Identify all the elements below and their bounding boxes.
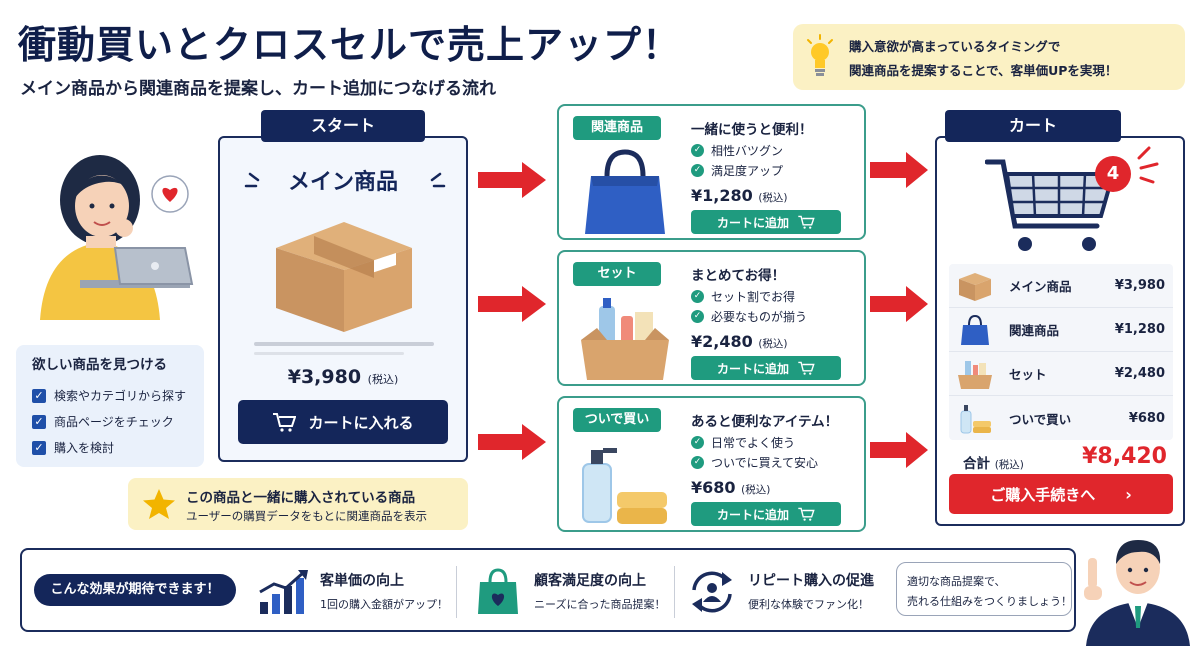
recommend-title: この商品と一緒に購入されている商品	[186, 490, 416, 506]
main-product-box: メイン商品 ¥3,980 (税込) カートに入れる	[218, 136, 468, 462]
card-heading: あると便利なアイテム！	[691, 414, 839, 430]
chevron-right-icon: ›	[1125, 484, 1132, 504]
arrow-right-icon	[478, 424, 546, 460]
check-icon: ✓	[691, 436, 704, 449]
card-point: ✓相性バツグン	[691, 142, 783, 159]
arrow-right-icon	[870, 286, 928, 322]
soap-towel-icon	[960, 405, 991, 434]
sparkle-lines-icon	[244, 172, 446, 188]
soap-towel-icon	[582, 448, 667, 524]
cart-box: 4 メイン商品¥3,980 関連商品¥1,280 セット¥2,480 ついで買い…	[935, 136, 1185, 526]
tip-line-2: 関連商品を提案することで、客単価UPを実現！	[849, 63, 1118, 78]
cardboard-box-icon	[276, 222, 412, 332]
shopper-illustration	[40, 155, 194, 320]
check-icon: ✓	[691, 144, 704, 157]
main-product-name: メイン商品	[287, 170, 398, 195]
burst-lines-icon	[1137, 146, 1159, 184]
checkbox-icon: ✓	[32, 388, 46, 403]
cart-total-value: ¥8,420	[1082, 444, 1167, 469]
check-icon: ✓	[691, 456, 704, 469]
add-to-cart-button[interactable]: カートに入れる	[238, 400, 448, 444]
recommend-note: この商品と一緒に購入されている商品 ユーザーの購買データをもとに関連商品を表示	[128, 478, 468, 530]
card-price: ¥2,480 (税込)	[691, 332, 788, 351]
main-product-price: ¥3,980 (税込)	[287, 366, 399, 388]
find-item: ✓購入を検討	[32, 439, 114, 456]
divider	[456, 566, 457, 618]
shopping-bag-heart-icon	[478, 568, 518, 614]
related-product-card: 関連商品 一緒に使うと便利！ ✓相性バツグン ✓満足度アップ ¥1,280 (税…	[557, 104, 866, 240]
card-point: ✓必要なものが揃う	[691, 308, 807, 325]
checkbox-icon: ✓	[32, 440, 46, 455]
card-point: ✓満足度アップ	[691, 162, 783, 179]
card-price: ¥680 (税込)	[691, 478, 771, 497]
add-set-to-cart-button[interactable]: カートに追加	[691, 356, 841, 380]
cardboard-box-icon	[959, 272, 991, 301]
cart-icon	[798, 507, 815, 521]
card-point: ✓ついでに買えて安心	[691, 454, 818, 471]
tip-line-1: 購入意欲が高まっているタイミングで	[849, 39, 1061, 54]
card-tag: 関連商品	[573, 116, 661, 140]
cart-item-row: セット¥2,480	[949, 352, 1173, 396]
card-tag: セット	[573, 262, 661, 286]
businessman-illustration	[1084, 540, 1190, 646]
card-price: ¥1,280 (税込)	[691, 186, 788, 205]
cart-icon	[273, 413, 297, 432]
card-heading: まとめてお得！	[691, 268, 786, 284]
bar-chart-up-icon	[259, 570, 308, 614]
repeat-user-icon	[692, 571, 732, 613]
cart-tag: カート	[945, 110, 1121, 142]
check-icon: ✓	[691, 290, 704, 303]
cart-item-row: 関連商品¥1,280	[949, 308, 1173, 352]
speech-bubble: 適切な商品提案で、 売れる仕組みをつくりましょう！	[896, 562, 1072, 616]
find-heading: 欲しい商品を見つける	[32, 357, 167, 373]
set-box-icon	[581, 298, 669, 380]
find-product-box: 欲しい商品を見つける ✓検索やカテゴリから探す ✓商品ページをチェック ✓購入を…	[16, 345, 204, 467]
checkout-button[interactable]: ご購入手続きへ›	[949, 474, 1173, 514]
arrow-right-icon	[870, 152, 928, 188]
tote-bag-icon	[585, 149, 665, 234]
effect-item: 客単価の向上 1回の購入金額がアップ！	[258, 568, 458, 616]
cart-icon	[798, 361, 815, 375]
cart-total-label: 合計 (税込)	[963, 456, 1024, 472]
arrow-right-icon	[870, 432, 928, 468]
find-item: ✓商品ページをチェック	[32, 413, 174, 430]
arrow-right-icon	[478, 286, 546, 322]
card-heading: 一緒に使うと便利！	[691, 122, 813, 138]
cart-item-row: メイン商品¥3,980	[949, 264, 1173, 308]
checkbox-icon: ✓	[32, 414, 46, 429]
cart-item-list: メイン商品¥3,980 関連商品¥1,280 セット¥2,480 ついで買い¥6…	[949, 264, 1173, 440]
set-product-card: セット まとめてお得！ ✓セット割でお得 ✓必要なものが揃う ¥2,480 (税…	[557, 250, 866, 386]
card-point: ✓日常でよく使う	[691, 434, 795, 451]
tip-box: 購入意欲が高まっているタイミングで 関連商品を提案することで、客単価UPを実現！	[793, 24, 1185, 90]
find-item: ✓検索やカテゴリから探す	[32, 387, 186, 404]
add-on-product-card: ついで買い あると便利なアイテム！ ✓日常でよく使う ✓ついでに買えて安心 ¥6…	[557, 396, 866, 532]
star-icon	[143, 489, 175, 519]
card-point: ✓セット割でお得	[691, 288, 795, 305]
placeholder-line	[254, 352, 404, 355]
card-tag: ついで買い	[573, 408, 661, 432]
tote-bag-icon	[961, 314, 989, 345]
cart-item-row: ついで買い¥680	[949, 396, 1173, 440]
effect-item: リピート購入の促進 便利な体験でファン化！	[686, 568, 886, 616]
arrow-right-icon	[478, 162, 546, 198]
start-tag: スタート	[261, 110, 425, 142]
effects-tag: こんな効果が期待できます！	[34, 574, 236, 606]
page-title: 衝動買いとクロスセルで売上アップ！	[18, 23, 682, 67]
divider	[674, 566, 675, 618]
recommend-desc: ユーザーの購買データをもとに関連商品を表示	[186, 509, 428, 523]
page-subtitle: メイン商品から関連商品を提案し、カート追加につなげる流れ	[20, 79, 496, 99]
add-addon-to-cart-button[interactable]: カートに追加	[691, 502, 841, 526]
placeholder-line	[254, 342, 434, 346]
effect-item: 顧客満足度の向上 ニーズに合った商品提案！	[472, 568, 672, 616]
cart-count-badge: 4	[1095, 156, 1131, 192]
check-icon: ✓	[691, 164, 704, 177]
shopping-cart-icon	[985, 159, 1116, 251]
check-icon: ✓	[691, 310, 704, 323]
set-box-icon	[958, 360, 992, 389]
lightbulb-icon	[807, 34, 833, 76]
add-related-to-cart-button[interactable]: カートに追加	[691, 210, 841, 234]
cart-icon	[798, 215, 815, 229]
